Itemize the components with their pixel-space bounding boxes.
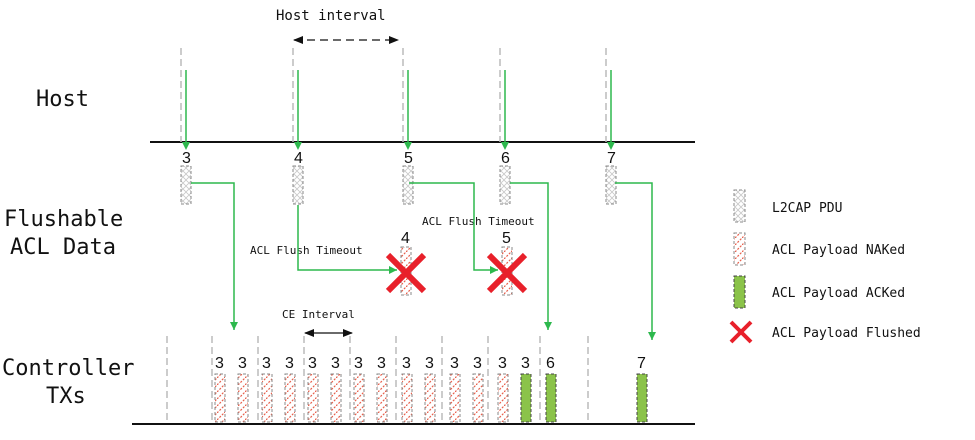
- host-arrow-head: [404, 142, 412, 150]
- route-arrow-head: [544, 322, 552, 330]
- flush-x: [385, 252, 427, 294]
- host-pdu-number: 4: [294, 150, 303, 167]
- flush-x: [486, 252, 528, 294]
- flushable-row-label-line2: ACL Data: [10, 235, 116, 260]
- tx-naked-box: [353, 373, 365, 423]
- tx-naked-box: [472, 373, 484, 423]
- tx-number: 3: [285, 355, 294, 372]
- tx-naked-box: [284, 373, 296, 423]
- tx-naked-box: [261, 373, 273, 423]
- flush-timeout-label-2: ACL Flush Timeout: [422, 215, 535, 228]
- tx-naked-box: [401, 373, 413, 423]
- tx-acked-box: [636, 373, 648, 423]
- tx-naked-box: [237, 373, 249, 423]
- host-pdu-number: 6: [501, 150, 510, 167]
- legend-acked-label: ACL Payload ACKed: [772, 286, 905, 301]
- tx-naked-box: [376, 373, 388, 423]
- tx-acked-box: [545, 373, 557, 423]
- legend: L2CAP PDU ACL Payload NAKed ACL Payload …: [729, 189, 921, 344]
- tx-naked-box: [424, 373, 436, 423]
- route-line: [191, 182, 235, 330]
- controller-row-label-line2: TXs: [46, 384, 86, 409]
- tx-naked-box: [449, 373, 461, 423]
- host-pdu-box: [499, 165, 511, 205]
- route-line: [409, 182, 498, 271]
- host-pdu-number: 3: [182, 150, 191, 167]
- tx-naked-box: [330, 373, 342, 423]
- route-line: [615, 182, 653, 340]
- tx-number: 3: [308, 355, 317, 372]
- flush-timeout-label-1: ACL Flush Timeout: [250, 244, 363, 257]
- route-arrow-head: [230, 322, 238, 330]
- tx-number: 3: [377, 355, 386, 372]
- tx-naked-box: [497, 373, 509, 423]
- tx-number: 3: [331, 355, 340, 372]
- tx-number: 3: [215, 355, 224, 372]
- legend-naked-swatch: [733, 232, 746, 266]
- tx-number: 3: [238, 355, 247, 372]
- tx-number: 3: [425, 355, 434, 372]
- host-interval-label: Host interval: [276, 8, 386, 24]
- route-line: [510, 182, 549, 330]
- legend-l2cap-label: L2CAP PDU: [772, 201, 842, 216]
- tx-number: 3: [498, 355, 507, 372]
- host-arrow-head: [607, 142, 615, 150]
- route-arrow-head: [648, 332, 656, 340]
- host-pdu-box: [402, 165, 414, 205]
- tx-naked-box: [214, 373, 226, 423]
- flushed-number: 4: [401, 230, 410, 247]
- ce-interval-label: CE Interval: [282, 308, 355, 321]
- host-arrow-head: [294, 142, 302, 150]
- legend-naked-label: ACL Payload NAKed: [772, 243, 905, 258]
- green-routes: [191, 182, 656, 340]
- host-arrow-head: [182, 142, 190, 150]
- host-markers: [180, 48, 615, 150]
- host-pdu-box: [180, 165, 192, 205]
- host-pdu-number: 7: [607, 150, 616, 167]
- host-pdu-box: [605, 165, 617, 205]
- flushed-number: 5: [502, 230, 511, 247]
- tx-number: 6: [546, 355, 555, 372]
- legend-l2cap-swatch: [733, 189, 746, 223]
- legend-flushed-label: ACL Payload Flushed: [772, 326, 921, 341]
- tx-number: 3: [402, 355, 411, 372]
- tx-acked-box: [520, 373, 532, 423]
- tx-number: 3: [262, 355, 271, 372]
- tx-number: 3: [473, 355, 482, 372]
- tx-naked-box: [307, 373, 319, 423]
- host-arrow-head: [501, 142, 509, 150]
- route-line: [297, 205, 397, 271]
- host-pdu-number: 5: [404, 150, 413, 167]
- tx-number: 3: [450, 355, 459, 372]
- host-row-label: Host: [36, 87, 89, 112]
- legend-acked-swatch: [733, 275, 746, 309]
- route-arrow-head: [389, 266, 397, 274]
- legend-flushed-icon: [729, 320, 753, 344]
- tx-number: 7: [637, 355, 646, 372]
- tx-number: 3: [521, 355, 530, 372]
- route-arrow-head: [490, 266, 498, 274]
- flushable-row-label-line1: Flushable: [4, 207, 123, 232]
- controller-row-label-line1: Controller: [2, 356, 134, 381]
- host-pdu-box: [292, 165, 304, 205]
- tx-number: 3: [354, 355, 363, 372]
- host-pdus: 3 4 5 6 7: [180, 150, 617, 205]
